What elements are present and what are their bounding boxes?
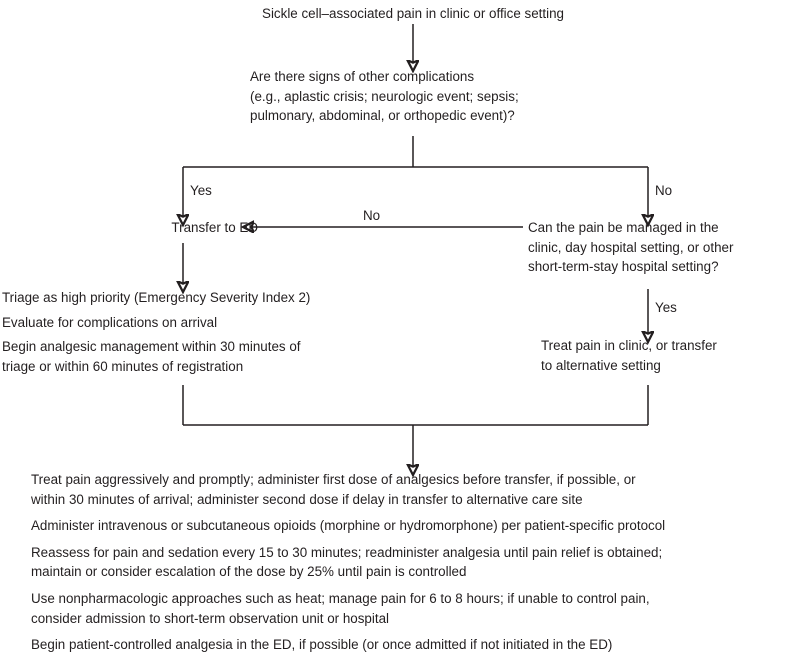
node-treat-in-clinic: Treat pain in clinic, or transfer to alt… — [541, 338, 717, 373]
final-action-item: Reassess for pain and sedation every 15 … — [31, 544, 663, 580]
final-actions-list: Treat pain aggressively and promptly; ad… — [31, 470, 793, 662]
node-complications-question: Are there signs of other complications (… — [250, 69, 519, 123]
edge-label-no-horizontal: No — [363, 208, 381, 223]
edge-label-yes-left: Yes — [190, 183, 212, 198]
final-action-item: Use nonpharmacologic approaches such as … — [31, 590, 650, 626]
final-action-item: Administer intravenous or subcutaneous o… — [31, 518, 666, 534]
ed-action-item: Evaluate for complications on arrival — [2, 314, 218, 330]
ed-action-item: Begin analgesic management within 30 min… — [2, 339, 301, 374]
node-start: Sickle cell–associated pain in clinic or… — [262, 6, 564, 21]
node-manage-question: Can the pain be managed in the clinic, d… — [528, 220, 734, 274]
edge-label-yes-down-right: Yes — [655, 300, 677, 315]
ed-actions-list: Triage as high priority (Emergency Sever… — [2, 288, 422, 381]
node-transfer-to-ed: Transfer to ED — [171, 220, 258, 235]
edge-label-no-right: No — [655, 183, 673, 198]
ed-action-item: Triage as high priority (Emergency Sever… — [2, 290, 311, 305]
final-action-item: Treat pain aggressively and promptly; ad… — [31, 472, 636, 507]
final-action-item: Begin patient-controlled analgesia in th… — [31, 637, 613, 653]
